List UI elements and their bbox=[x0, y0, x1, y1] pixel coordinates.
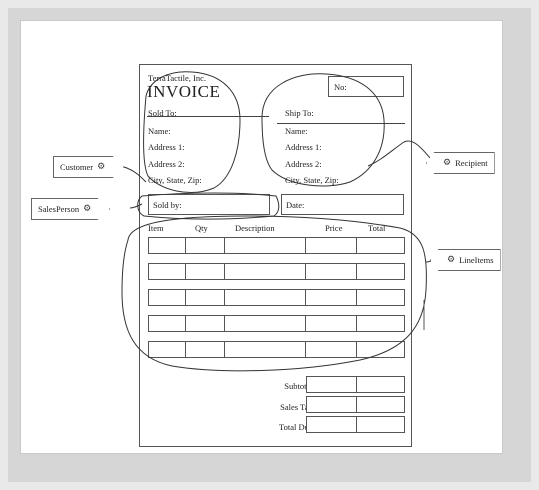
recipient-tag-label: Recipient bbox=[455, 158, 488, 168]
gear-icon: ⚙ bbox=[97, 162, 106, 172]
sold-to-address2-label: Address 2: bbox=[148, 159, 185, 169]
sold-to-heading: Sold To: bbox=[148, 108, 177, 118]
column-header-item: Item bbox=[148, 223, 164, 233]
subtotal-amount-cell[interactable] bbox=[356, 376, 405, 393]
line-item-total-cell[interactable] bbox=[356, 315, 405, 332]
customer-tag-label: Customer bbox=[60, 162, 94, 172]
gear-icon: ⚙ bbox=[83, 204, 92, 214]
subtotal-field[interactable] bbox=[306, 376, 357, 393]
invoice-number-label: No: bbox=[334, 82, 347, 92]
ship-to-name-label: Name: bbox=[285, 126, 308, 136]
line-item-total-cell[interactable] bbox=[356, 289, 405, 306]
line-item-item-cell[interactable] bbox=[148, 315, 186, 332]
gear-icon: ⚙ bbox=[447, 255, 456, 265]
ship-to-address1-label: Address 1: bbox=[285, 142, 322, 152]
lineitems-tag[interactable]: ⚙ LineItems bbox=[430, 249, 501, 271]
line-item-total-cell[interactable] bbox=[356, 237, 405, 254]
date-field[interactable]: Date: bbox=[281, 194, 404, 215]
invoice-title: INVOICE bbox=[147, 82, 221, 101]
line-item-price-cell[interactable] bbox=[305, 289, 357, 306]
sold-to-name-label: Name: bbox=[148, 126, 171, 136]
line-item-description-cell[interactable] bbox=[224, 263, 306, 280]
total-due-amount-cell[interactable] bbox=[356, 416, 405, 433]
ship-to-city-label: City, State, Zip: bbox=[285, 175, 339, 185]
column-header-price: Price bbox=[325, 223, 343, 233]
line-item-qty-cell[interactable] bbox=[185, 315, 225, 332]
line-item-total-cell[interactable] bbox=[356, 341, 405, 358]
ship-to-heading: Ship To: bbox=[285, 108, 314, 118]
customer-tag[interactable]: Customer ⚙ bbox=[53, 156, 125, 178]
line-item-price-cell[interactable] bbox=[305, 315, 357, 332]
line-item-price-cell[interactable] bbox=[305, 263, 357, 280]
line-item-item-cell[interactable] bbox=[148, 263, 186, 280]
lineitems-tag-label: LineItems bbox=[459, 255, 494, 265]
line-item-item-cell[interactable] bbox=[148, 289, 186, 306]
line-item-price-cell[interactable] bbox=[305, 237, 357, 254]
line-item-total-cell[interactable] bbox=[356, 263, 405, 280]
total-due-field[interactable] bbox=[306, 416, 357, 433]
line-item-qty-cell[interactable] bbox=[185, 263, 225, 280]
sales-tax-amount-cell[interactable] bbox=[356, 396, 405, 413]
line-item-description-cell[interactable] bbox=[224, 237, 306, 254]
recipient-tag[interactable]: ⚙ Recipient bbox=[426, 152, 495, 174]
date-label: Date: bbox=[286, 200, 305, 210]
line-item-qty-cell[interactable] bbox=[185, 237, 225, 254]
total-due-label: Total Due: bbox=[279, 422, 315, 432]
sold-to-address1-label: Address 1: bbox=[148, 142, 185, 152]
sales-tax-field[interactable] bbox=[306, 396, 357, 413]
column-header-qty: Qty bbox=[195, 223, 208, 233]
ship-to-underline bbox=[277, 123, 405, 124]
subtotal-label: Subtotal: bbox=[284, 381, 315, 391]
line-item-item-cell[interactable] bbox=[148, 237, 186, 254]
line-item-qty-cell[interactable] bbox=[185, 341, 225, 358]
line-item-description-cell[interactable] bbox=[224, 289, 306, 306]
salesperson-tag-label: SalesPerson bbox=[38, 204, 80, 214]
sold-to-city-label: City, State, Zip: bbox=[148, 175, 202, 185]
line-item-qty-cell[interactable] bbox=[185, 289, 225, 306]
gear-icon: ⚙ bbox=[443, 158, 452, 168]
column-header-total: Total bbox=[368, 223, 386, 233]
line-item-description-cell[interactable] bbox=[224, 341, 306, 358]
line-item-item-cell[interactable] bbox=[148, 341, 186, 358]
line-item-description-cell[interactable] bbox=[224, 315, 306, 332]
column-header-description: Description bbox=[235, 223, 275, 233]
invoice-form: TerraTactile, Inc. INVOICE No: Sold To: … bbox=[139, 64, 412, 447]
sold-by-field[interactable]: Sold by: bbox=[148, 194, 270, 215]
ship-to-address2-label: Address 2: bbox=[285, 159, 322, 169]
sales-tax-label: Sales Tax: bbox=[280, 402, 315, 412]
sold-by-label: Sold by: bbox=[153, 200, 182, 210]
line-item-price-cell[interactable] bbox=[305, 341, 357, 358]
invoice-number-field[interactable]: No: bbox=[328, 76, 404, 97]
salesperson-tag[interactable]: SalesPerson ⚙ bbox=[31, 198, 111, 220]
